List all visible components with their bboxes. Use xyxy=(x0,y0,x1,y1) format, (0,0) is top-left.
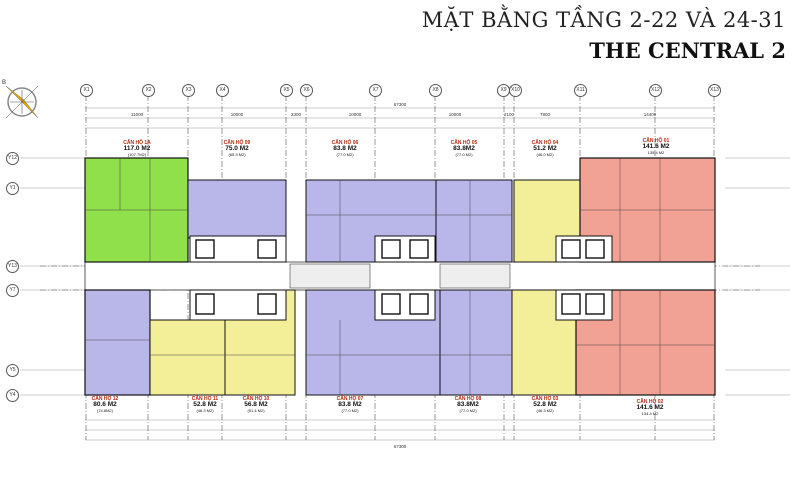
axis-x10: X10 xyxy=(509,84,522,97)
axis-x8: X8 xyxy=(429,84,442,97)
axis-y13: Y13 xyxy=(6,260,19,273)
stair xyxy=(439,263,511,289)
elevator-core xyxy=(189,289,287,321)
axis-x1: X1 xyxy=(80,84,93,97)
axis-y7: Y7 xyxy=(6,284,19,297)
dim-segment: 2300 xyxy=(290,112,302,117)
axis-x2: X2 xyxy=(142,84,155,97)
axis-y4: Y4 xyxy=(6,389,19,402)
axis-y5: Y5 xyxy=(6,364,19,377)
axis-x6: X6 xyxy=(300,84,313,97)
axis-x12: X12 xyxy=(649,84,662,97)
plan-title: MẶT BẰNG TẦNG 2-22 VÀ 24-31 xyxy=(421,8,786,32)
axis-x7: X7 xyxy=(369,84,382,97)
axis-y1: Y1 xyxy=(6,182,19,195)
dim-overall: 67300 xyxy=(393,102,407,107)
dim-segment: 14400 xyxy=(643,112,657,117)
axis-x5: X5 xyxy=(280,84,293,97)
project-name: THE CENTRAL 2 xyxy=(589,38,786,63)
dim-segment: 10000 xyxy=(348,112,362,117)
dim-segment: 10000 xyxy=(230,112,244,117)
dim-segment: 11000 xyxy=(130,112,144,117)
dim-overall-bottom: 67300 xyxy=(393,444,407,449)
axis-x13: X13 xyxy=(708,84,721,97)
unit-11 xyxy=(149,319,226,396)
unit-05 xyxy=(435,179,513,263)
dim-segment: 2100 xyxy=(503,112,515,117)
axis-x4: X4 xyxy=(216,84,229,97)
stair xyxy=(289,263,371,289)
axis-x11: X11 xyxy=(574,84,587,97)
unit-12 xyxy=(84,289,151,396)
svg-text:B: B xyxy=(2,80,6,86)
dim-segment: 10000 xyxy=(448,112,462,117)
elevator-core xyxy=(374,289,436,321)
corridor xyxy=(84,261,716,291)
axis-x3: X3 xyxy=(182,84,195,97)
compass-rose-icon: B xyxy=(2,80,39,119)
unit-08 xyxy=(439,289,513,396)
axis-y12: Y12 xyxy=(6,152,19,165)
elevator-core xyxy=(555,289,613,321)
unit-09 xyxy=(187,179,287,239)
dim-segment: 7800 xyxy=(539,112,551,117)
